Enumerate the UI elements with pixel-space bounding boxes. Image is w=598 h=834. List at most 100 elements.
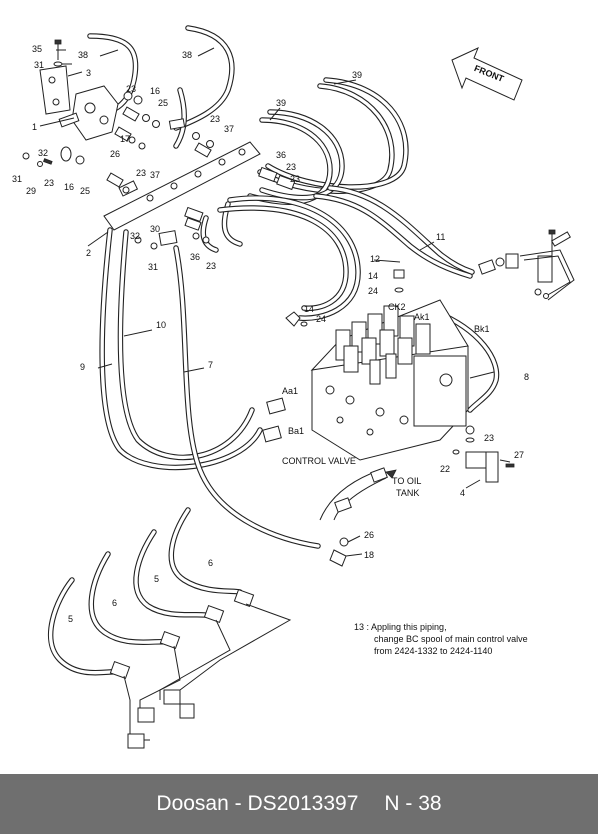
control-valve-label: CONTROL VALVE bbox=[282, 456, 356, 466]
callout-3: 3 bbox=[86, 68, 91, 78]
callout-24: 24 bbox=[368, 286, 378, 296]
hose-9 bbox=[99, 227, 263, 471]
control-valve-body bbox=[310, 299, 469, 461]
callout-26: 26 bbox=[364, 530, 374, 540]
callout-6: 6 bbox=[112, 598, 117, 608]
callout-29: 29 bbox=[26, 186, 36, 196]
tank-return-line bbox=[319, 467, 397, 567]
bolt-35 bbox=[53, 39, 63, 67]
callout-4: 4 bbox=[460, 488, 465, 498]
callout-10: 10 bbox=[156, 320, 166, 330]
note-line-1: 13 : Appling this piping, bbox=[354, 622, 447, 632]
port-label-aa1: Aa1 bbox=[282, 386, 298, 396]
plug-14-upper bbox=[393, 269, 405, 293]
callout-25: 25 bbox=[158, 98, 168, 108]
callout-23: 23 bbox=[126, 84, 136, 94]
callout-36: 36 bbox=[276, 150, 286, 160]
fitting-group-left bbox=[22, 146, 130, 194]
valve-ports-aa1-ba1 bbox=[262, 397, 286, 443]
fitting-cluster-upper bbox=[114, 91, 214, 158]
hose-12 bbox=[313, 193, 473, 279]
to-oil-label: TO OIL bbox=[392, 476, 421, 486]
manifold-bar-2 bbox=[103, 141, 296, 231]
hose-10 bbox=[117, 229, 255, 461]
port-label-ck2: CK2 bbox=[388, 302, 406, 312]
callout-37: 37 bbox=[224, 124, 234, 134]
hose-8 bbox=[433, 309, 500, 413]
spool-change-note: 13 : Appling this piping, change BC spoo… bbox=[354, 622, 528, 656]
leader-lines bbox=[39, 47, 511, 557]
callout-32: 32 bbox=[38, 148, 48, 158]
callout-7: 7 bbox=[208, 360, 213, 370]
callout-16: 16 bbox=[64, 182, 74, 192]
hydraulic-piping-diagram: FRONT bbox=[12, 25, 575, 749]
hose-6-right bbox=[168, 507, 243, 595]
right-bracket-assembly bbox=[478, 229, 575, 301]
plug-14-lower bbox=[285, 311, 308, 327]
pilot-valve-block-1 bbox=[58, 85, 119, 141]
callout-23: 23 bbox=[290, 174, 300, 184]
callout-24: 24 bbox=[316, 314, 326, 324]
hose-7 bbox=[173, 245, 321, 549]
tank-label: TANK bbox=[396, 488, 419, 498]
callout-14: 14 bbox=[304, 304, 314, 314]
callout-23: 23 bbox=[44, 178, 54, 188]
hose-11 bbox=[327, 185, 475, 275]
callout-14: 14 bbox=[368, 271, 378, 281]
callout-23: 23 bbox=[206, 261, 216, 271]
callout-22: 22 bbox=[440, 464, 450, 474]
callout-25: 25 bbox=[80, 186, 90, 196]
callout-23: 23 bbox=[136, 168, 146, 178]
callout-8: 8 bbox=[524, 372, 529, 382]
callout-38: 38 bbox=[78, 50, 88, 60]
front-direction-arrow: FRONT bbox=[451, 47, 523, 101]
note-line-2: change BC spool of main control valve bbox=[374, 634, 528, 644]
callout-11: 11 bbox=[436, 232, 445, 242]
footer-page: N - 38 bbox=[384, 792, 442, 815]
hose-38-left bbox=[87, 33, 139, 113]
hose-5-left bbox=[47, 577, 121, 676]
footer-brand: Doosan - DS2013397 bbox=[156, 792, 359, 815]
callout-32: 32 bbox=[130, 231, 140, 241]
callout-23: 23 bbox=[210, 114, 220, 124]
note-line-3: from 2424-1332 to 2424-1140 bbox=[374, 646, 492, 656]
callout-38: 38 bbox=[182, 50, 192, 60]
callout-2: 2 bbox=[86, 248, 91, 258]
port-label-bk1: Bk1 bbox=[474, 324, 490, 334]
callout-35: 35 bbox=[32, 44, 42, 54]
hose-38-right bbox=[173, 25, 235, 131]
port-labels: CK2 Ak1 Bk1 Aa1 Ba1 CONTROL VALVE TO OIL… bbox=[282, 302, 490, 498]
hose-6-left bbox=[88, 551, 173, 646]
callout-30: 30 bbox=[150, 224, 160, 234]
callout-9: 9 bbox=[80, 362, 85, 372]
callout-numbers: 35 31 3 38 38 39 39 1 23 16 25 17 26 32 … bbox=[12, 44, 529, 624]
callout-17: 17 bbox=[120, 134, 130, 144]
mounting-plate-3 bbox=[39, 65, 71, 115]
callout-6: 6 bbox=[208, 558, 213, 568]
port-label-ba1: Ba1 bbox=[288, 426, 304, 436]
hose-5-right bbox=[133, 529, 215, 619]
footer-bar: Doosan - DS2013397 N - 38 bbox=[0, 774, 598, 834]
callout-31: 31 bbox=[148, 262, 158, 272]
callout-26: 26 bbox=[110, 149, 120, 159]
lower-fittings bbox=[109, 588, 292, 749]
fitting-group-30 bbox=[134, 217, 210, 250]
callout-31: 31 bbox=[12, 174, 22, 184]
callout-37: 37 bbox=[150, 170, 160, 180]
callout-1: 1 bbox=[32, 122, 37, 132]
callout-12: 12 bbox=[370, 254, 380, 264]
port-label-ak1: Ak1 bbox=[414, 312, 430, 322]
callout-16: 16 bbox=[150, 86, 160, 96]
callout-39: 39 bbox=[276, 98, 286, 108]
callout-27: 27 bbox=[514, 450, 524, 460]
hose-big-loop bbox=[217, 195, 361, 321]
callout-23: 23 bbox=[286, 162, 296, 172]
callout-23: 23 bbox=[484, 433, 494, 443]
elbow-fitting-4 bbox=[452, 425, 515, 483]
callout-36: 36 bbox=[190, 252, 200, 262]
callout-5: 5 bbox=[68, 614, 73, 624]
valve-spools bbox=[335, 305, 431, 385]
callout-5: 5 bbox=[154, 574, 159, 584]
callout-31: 31 bbox=[34, 60, 44, 70]
callout-39: 39 bbox=[352, 70, 362, 80]
